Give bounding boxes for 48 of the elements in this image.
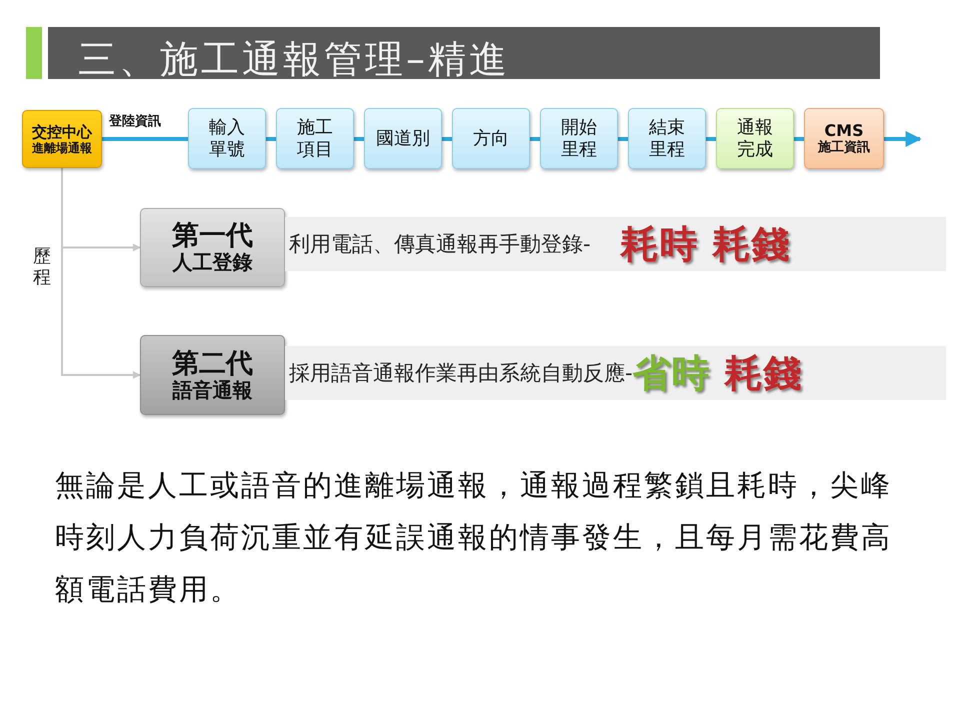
- description-band: [285, 217, 946, 271]
- slide-title: 三、施工通報管理–精進: [78, 37, 510, 79]
- emphasis-text: 耗錢: [724, 350, 803, 396]
- description-text: 採用語音通報作業再由系統自動反應-: [289, 361, 633, 385]
- connector-line: [354, 137, 364, 141]
- node-title: CMS: [824, 121, 864, 140]
- step-label: 方向: [473, 128, 509, 150]
- edge-label: 登陸資訊: [109, 113, 161, 130]
- connector-line: [102, 137, 188, 141]
- emphasis-text: 耗錢: [712, 220, 791, 268]
- node-subtitle: 語音通報: [172, 378, 252, 402]
- step-label: 通報完成: [736, 116, 774, 160]
- process-box: [140, 335, 285, 415]
- process-box: [364, 108, 442, 169]
- connector-line: [442, 137, 452, 141]
- node-title: 第一代: [172, 221, 253, 251]
- process-box: [804, 108, 884, 169]
- step-label: 結束里程: [648, 116, 686, 160]
- connector-line: [618, 137, 628, 141]
- process-box: [140, 208, 285, 287]
- step-label: 國道別: [376, 128, 430, 150]
- node-subtitle: 施工資訊: [818, 140, 870, 156]
- process-box: [276, 108, 354, 169]
- description-band: [285, 346, 946, 400]
- process-box: [188, 108, 266, 169]
- node-title: 交控中心: [32, 122, 92, 140]
- process-box: [628, 108, 706, 169]
- connector-line: [266, 137, 276, 141]
- connector-line: [706, 137, 716, 141]
- node-subtitle: 進離場通報: [32, 140, 92, 156]
- connector-line: [530, 137, 540, 141]
- emphasis-text: 省時: [632, 350, 711, 396]
- emphasis-text: 耗時: [620, 220, 699, 268]
- arrow: [61, 168, 141, 379]
- process-box: [452, 108, 530, 169]
- step-label: 輸入單號: [208, 116, 246, 160]
- description-text: 利用電話、傳真通報再手動登錄-: [289, 231, 591, 258]
- step-label: 施工項目: [296, 116, 334, 160]
- process-box: [716, 108, 794, 169]
- process-box: [22, 110, 102, 168]
- node-subtitle: 人工登錄: [172, 251, 252, 274]
- step-label: 開始里程: [560, 116, 598, 160]
- node-title: 第二代: [172, 348, 253, 378]
- vertical-label: 歷程: [33, 247, 51, 288]
- process-box: [540, 108, 618, 169]
- connector-line: [794, 137, 804, 141]
- arrow: [884, 131, 922, 147]
- summary-paragraph: 無論是人工或語音的進離場通報，通報過程繁鎖且耗時，尖峰時刻人力負荷沉重並有延誤通報的情事發生，且每月需花費高額電話費用。: [55, 467, 893, 608]
